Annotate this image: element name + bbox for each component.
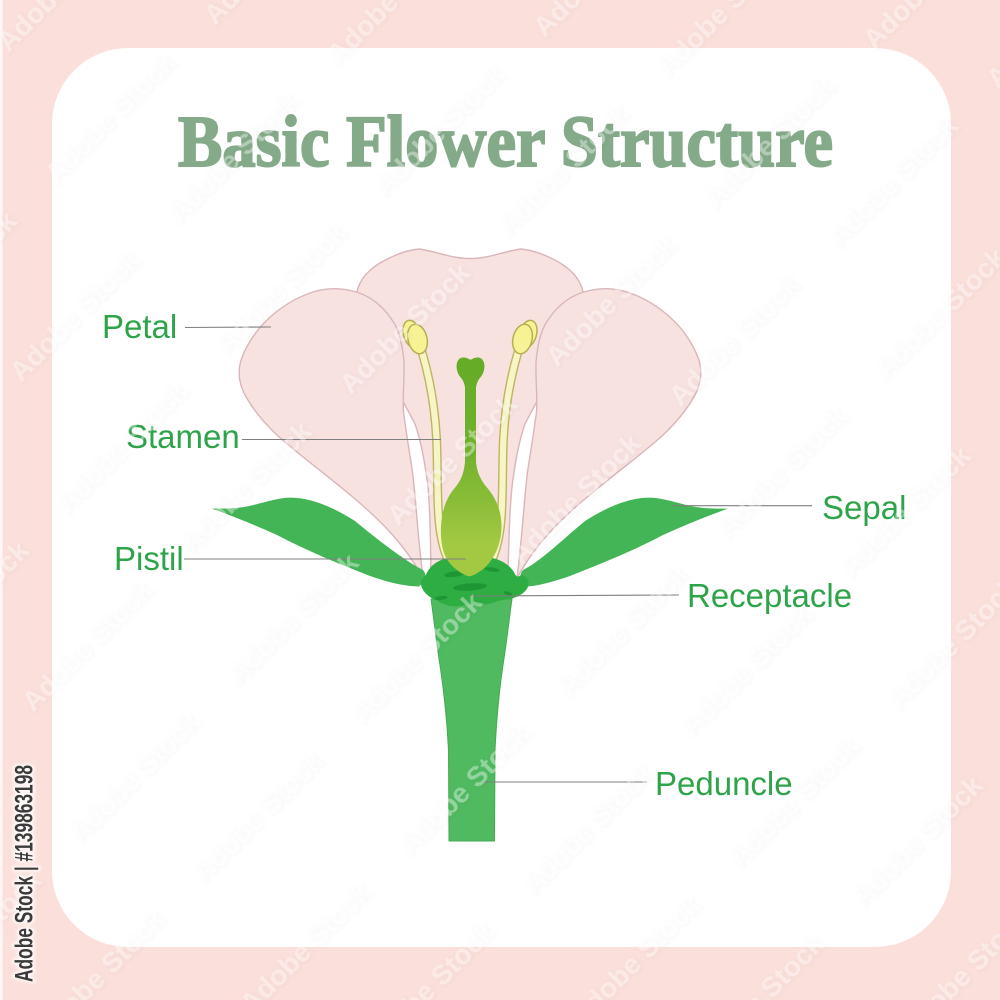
svg-text:Stamen: Stamen: [126, 418, 240, 455]
svg-text:Petal: Petal: [102, 308, 177, 345]
svg-text:Receptacle: Receptacle: [687, 577, 852, 614]
svg-text:Pistil: Pistil: [114, 540, 184, 577]
svg-text:Adobe Stock | #139863198: Adobe Stock | #139863198: [11, 765, 39, 982]
svg-text:Sepal: Sepal: [822, 489, 906, 526]
svg-text:Adobe Stock | #139863198: Adobe Stock | #139863198: [11, 765, 39, 982]
svg-text:Basic Flower Structure: Basic Flower Structure: [178, 101, 833, 182]
svg-text:Peduncle: Peduncle: [655, 765, 793, 802]
